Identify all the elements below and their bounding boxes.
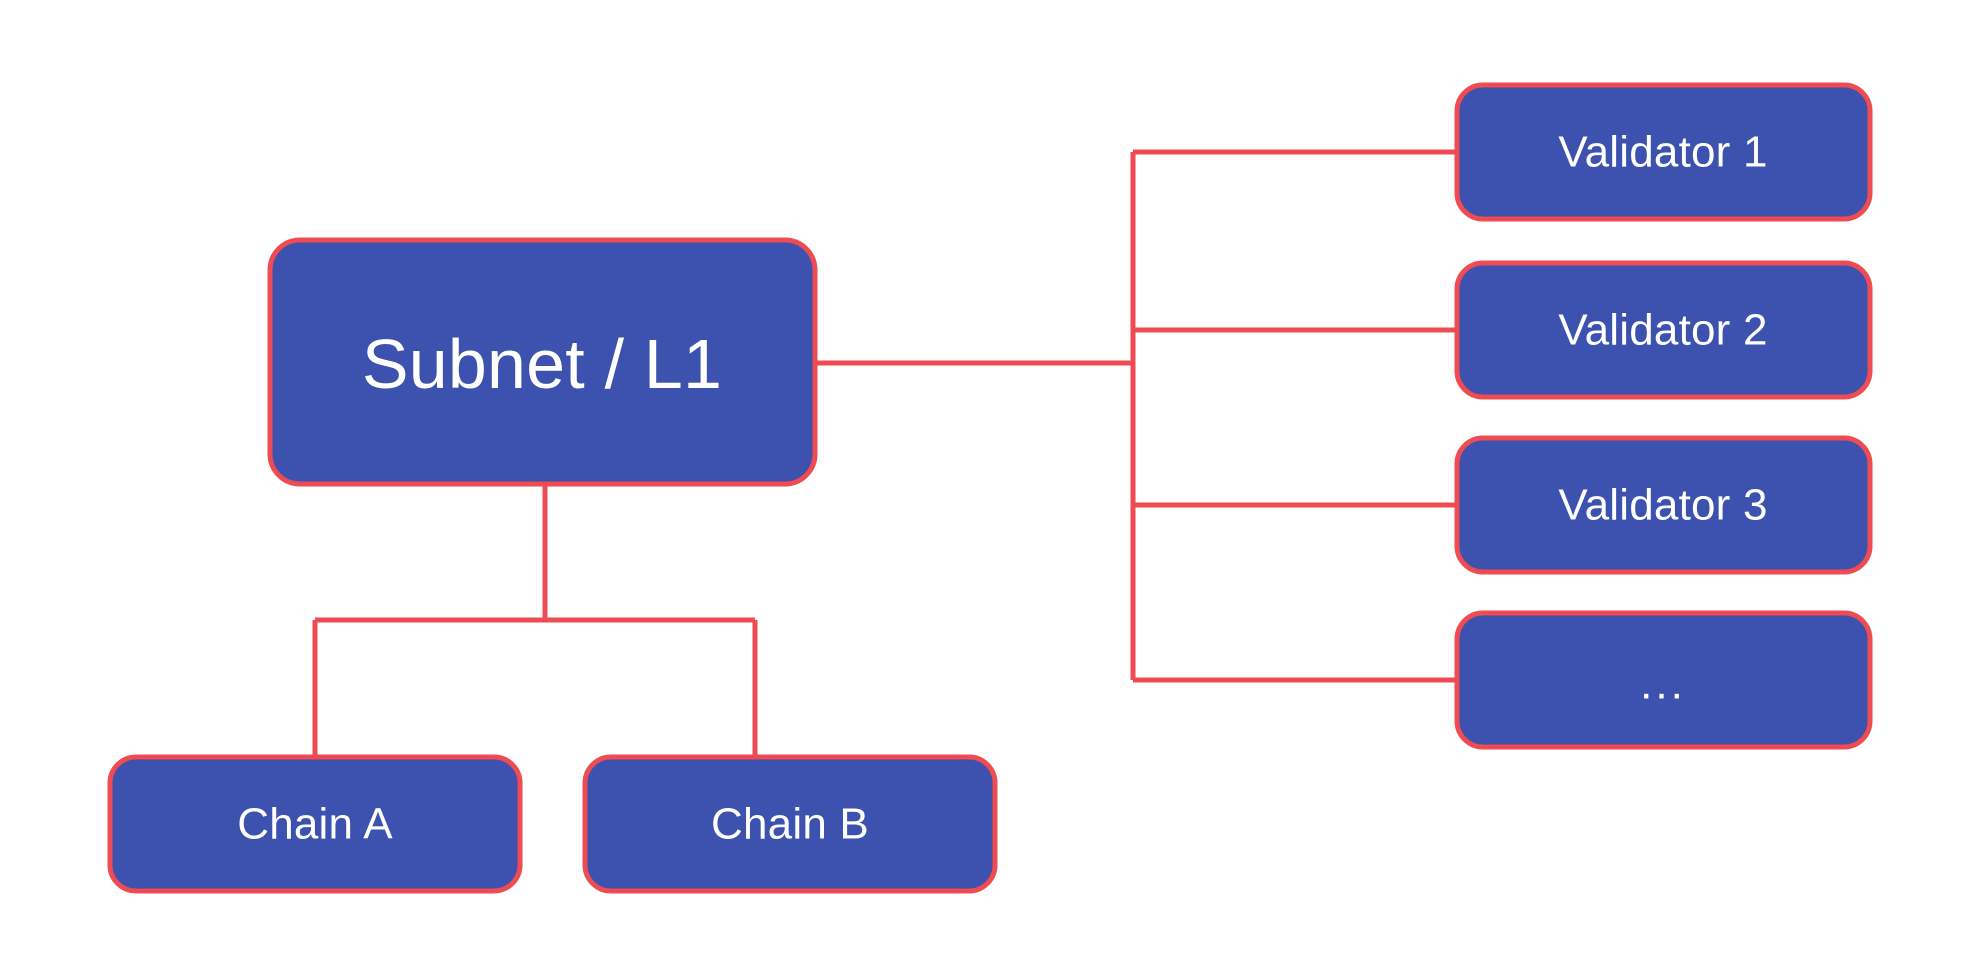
node-validator-2[interactable]: Validator 2 xyxy=(1454,260,1873,400)
connector-group-chains xyxy=(312,484,758,757)
node-validator-ellipsis-label: ... xyxy=(1640,660,1686,709)
node-validator-3-box xyxy=(1454,435,1873,575)
node-validator-ellipsis-box xyxy=(1454,610,1873,750)
node-validator-1-label: Validator 1 xyxy=(1558,128,1767,177)
node-validator-ellipsis[interactable]: ... xyxy=(1454,610,1873,750)
node-subnet-l1[interactable]: Subnet / L1 xyxy=(267,237,818,487)
connector-group-validators xyxy=(815,149,1457,683)
node-validator-2-label: Validator 2 xyxy=(1558,306,1767,355)
node-subnet-l1-box xyxy=(267,237,818,487)
node-validator-1[interactable]: Validator 1 xyxy=(1454,82,1873,222)
node-subnet-l1-label: Subnet / L1 xyxy=(362,325,722,403)
node-chain-a-label: Chain A xyxy=(237,800,393,849)
node-chain-a[interactable]: Chain A xyxy=(107,754,523,894)
node-chain-a-box xyxy=(107,754,523,894)
node-validator-1-box xyxy=(1454,82,1873,222)
node-chain-b-label: Chain B xyxy=(711,800,869,849)
node-validator-3[interactable]: Validator 3 xyxy=(1454,435,1873,575)
node-validator-3-label: Validator 3 xyxy=(1558,481,1767,530)
node-validator-2-box xyxy=(1454,260,1873,400)
node-chain-b[interactable]: Chain B xyxy=(582,754,998,894)
node-chain-b-box xyxy=(582,754,998,894)
